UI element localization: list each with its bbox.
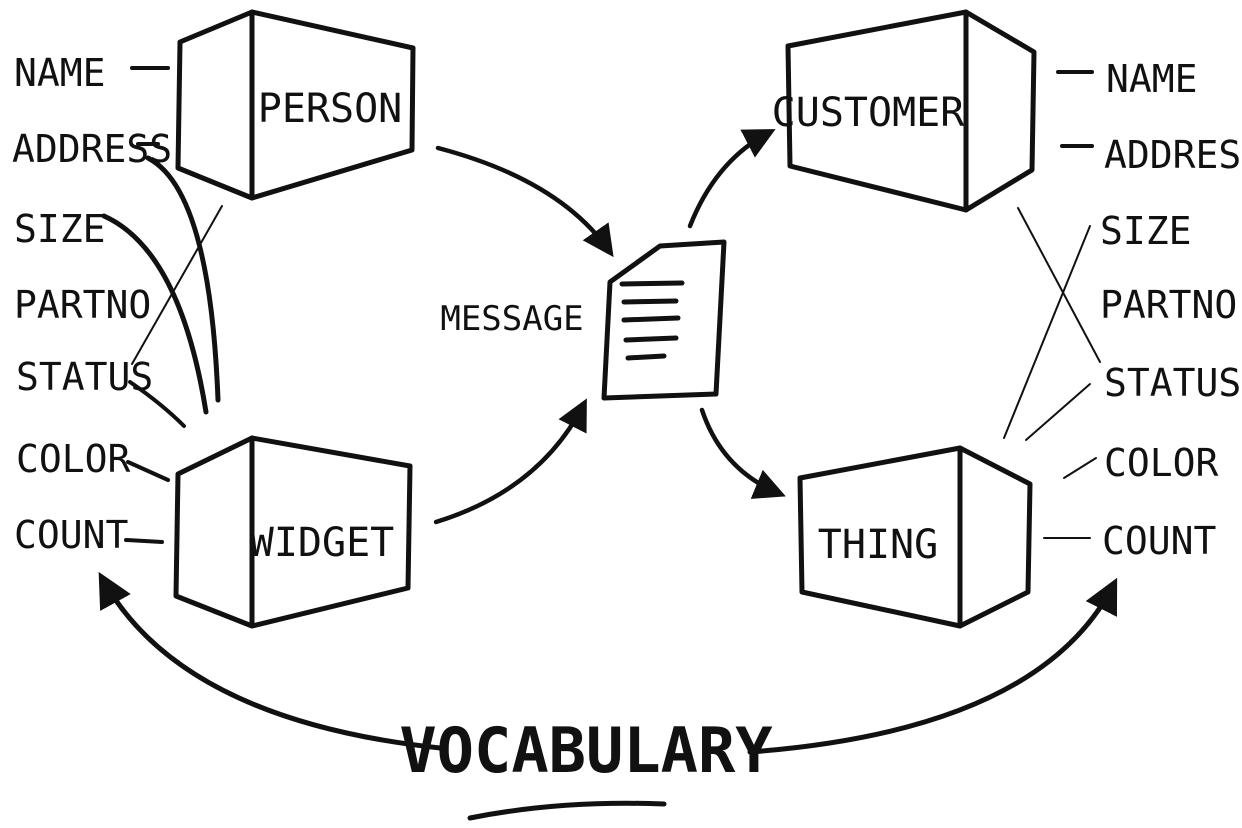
connector-color-widget: [126, 460, 170, 482]
arrow-message-to-thing: [699, 407, 786, 499]
left-attr-count: COUNT: [14, 513, 128, 557]
customer-entity-box: CUSTOMER: [772, 9, 1037, 213]
connector-size-thing: [1003, 225, 1091, 439]
widget-entity-box: WIDGET: [173, 435, 413, 629]
customer-label: CUSTOMER: [772, 90, 966, 136]
vocabulary-label: VOCABULARY: [399, 714, 773, 787]
connector-size-widget: [101, 213, 209, 415]
arrow-vocabulary-to-left: [98, 571, 443, 751]
connector-address-widget: [145, 155, 221, 403]
right-attribute-connectors: [1003, 70, 1101, 539]
person-entity-box: PERSON: [175, 9, 416, 201]
message-document: MESSAGE: [440, 239, 727, 401]
connector-status-person: [131, 205, 223, 365]
left-attr-address: ADDRESS: [12, 127, 172, 171]
right-attr-address: ADDRESS: [1104, 133, 1242, 177]
left-attribute-list: NAME ADDRESS SIZE PARTNO STATUS COLOR CO…: [12, 51, 172, 557]
arrow-widget-to-message: [433, 398, 587, 525]
arrow-vocabulary-to-right: [747, 577, 1118, 755]
vocabulary-underline: [467, 800, 667, 821]
widget-label: WIDGET: [250, 520, 395, 566]
arrow-person-to-message: [435, 145, 614, 258]
left-attr-status: STATUS: [16, 355, 153, 399]
message-flow-arrows: [433, 129, 786, 525]
left-attr-color: COLOR: [16, 437, 131, 481]
left-attr-size: SIZE: [14, 207, 106, 251]
right-attr-color: COLOR: [1104, 441, 1219, 485]
right-attr-count: COUNT: [1102, 519, 1216, 563]
connector-customer-status: [1017, 207, 1101, 363]
left-attr-name: NAME: [14, 51, 106, 95]
left-attr-partno: PARTNO: [14, 283, 151, 327]
connector-status-widget: [128, 380, 186, 428]
message-label: MESSAGE: [440, 299, 583, 339]
connector-color-thing: [1063, 457, 1097, 479]
person-label: PERSON: [258, 86, 403, 132]
thing-entity-box: THING: [797, 445, 1033, 629]
connector-count-widget: [124, 538, 164, 544]
right-attr-status: STATUS: [1104, 361, 1241, 405]
connector-status-thing: [1025, 383, 1091, 441]
right-attribute-list: NAME ADDRESS SIZE PARTNO STATUS COLOR CO…: [1100, 57, 1242, 563]
left-attribute-connectors: [101, 66, 223, 544]
right-attr-size: SIZE: [1100, 209, 1192, 253]
right-attr-name: NAME: [1106, 57, 1198, 101]
arrow-message-to-customer: [687, 129, 776, 229]
vocabulary-group: VOCABULARY: [98, 571, 1118, 821]
right-attr-partno: PARTNO: [1100, 283, 1237, 327]
thing-label: THING: [818, 522, 938, 568]
